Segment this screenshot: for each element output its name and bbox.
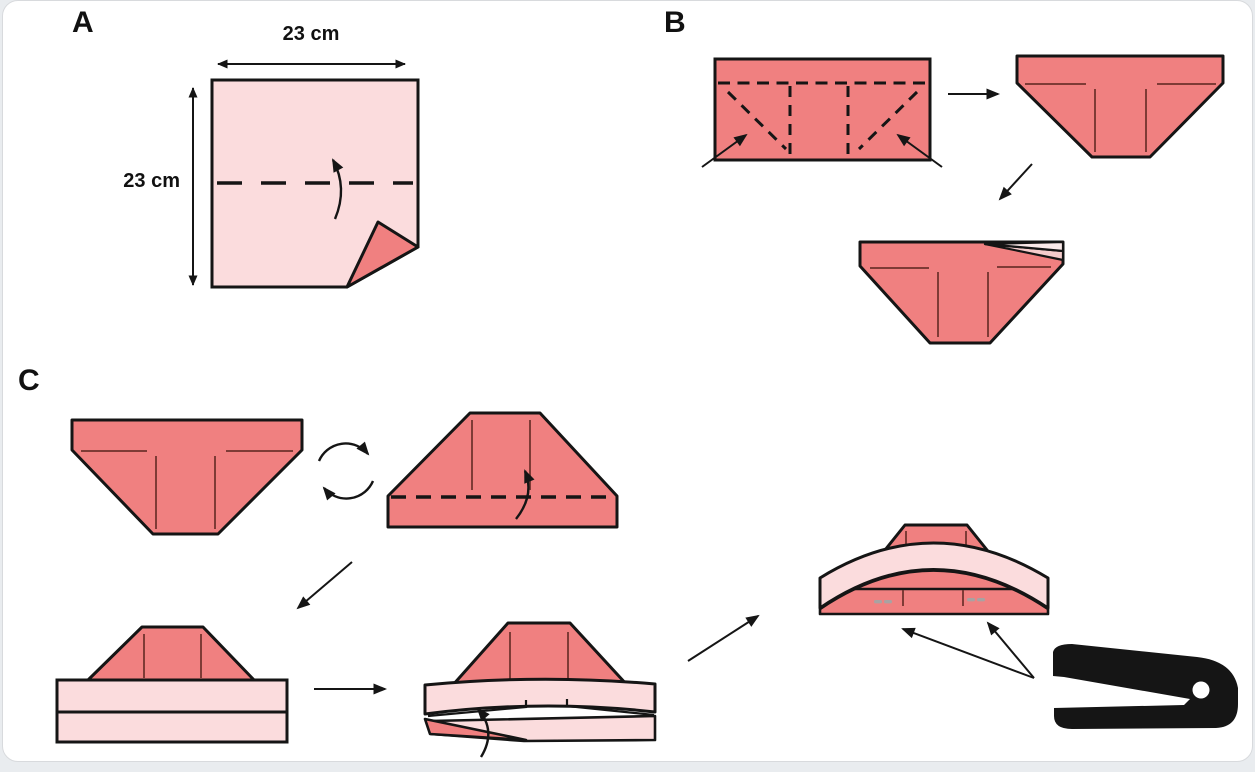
width-dimension-label: 23 cm [282,23,340,45]
panel-b-label: B [664,6,686,39]
staple-mark [977,598,985,602]
step-arrow-up-right [687,614,760,662]
folded-rectangle [713,57,932,162]
rotate-icon [317,441,375,501]
layer-edge-left [427,700,528,718]
stapler-staple-slot [1071,685,1089,692]
step-arrow-down-left [998,163,1033,201]
brim-band-upper [55,678,289,714]
peeled-layer-top [983,240,1065,253]
panel-a-label: A [72,6,94,39]
folded-trapezoid [1015,54,1225,159]
trapezoid-with-layers [858,240,1065,345]
staple-mark [884,600,892,604]
rotate-arc-bottom [322,480,375,501]
folded-trapezoid-large [70,418,304,536]
staple-mark [874,600,882,604]
staple-pointer-arrow-left [901,627,1035,679]
panel-c [55,411,1238,758]
tuck-arrow-icon [476,707,490,758]
fold-corner-arrow-left [701,133,748,168]
folded-flap-wedge [423,717,528,742]
rotated-trapezoid [386,411,619,529]
staple-mark [967,598,975,602]
hat-crown [450,621,630,688]
finished-mask [818,523,1050,616]
fold-corner-arrow-right [896,133,943,168]
panel-b [701,54,1225,345]
stapler-body [1053,644,1238,729]
hat-with-tucked-flap [423,621,657,758]
layer-edge-right [565,699,655,717]
fold-line-diagonal-right [857,90,919,151]
fold-up-arrow-icon [515,469,535,520]
curved-brim-band [423,677,657,716]
step-arrow-down-left [296,561,353,610]
brim-band-lower [55,710,289,744]
fold-line-diagonal-left [726,90,788,151]
hat-with-band [55,625,289,744]
rotate-arc-top [317,441,370,462]
fold-up-arrow-icon [331,158,344,220]
height-dimension-label: 23 cm [123,170,180,192]
panel-a [188,59,420,289]
staple-marks-icon [874,598,985,604]
panel-c-label: C [18,364,40,397]
staple-pointer-arrow-right [986,621,1035,679]
stapler-icon [1053,644,1238,729]
folded-corner-flap [345,220,420,289]
hat-crown [85,625,257,683]
stapler-hinge-hole [1192,681,1210,699]
curved-brim-band [818,541,1050,610]
